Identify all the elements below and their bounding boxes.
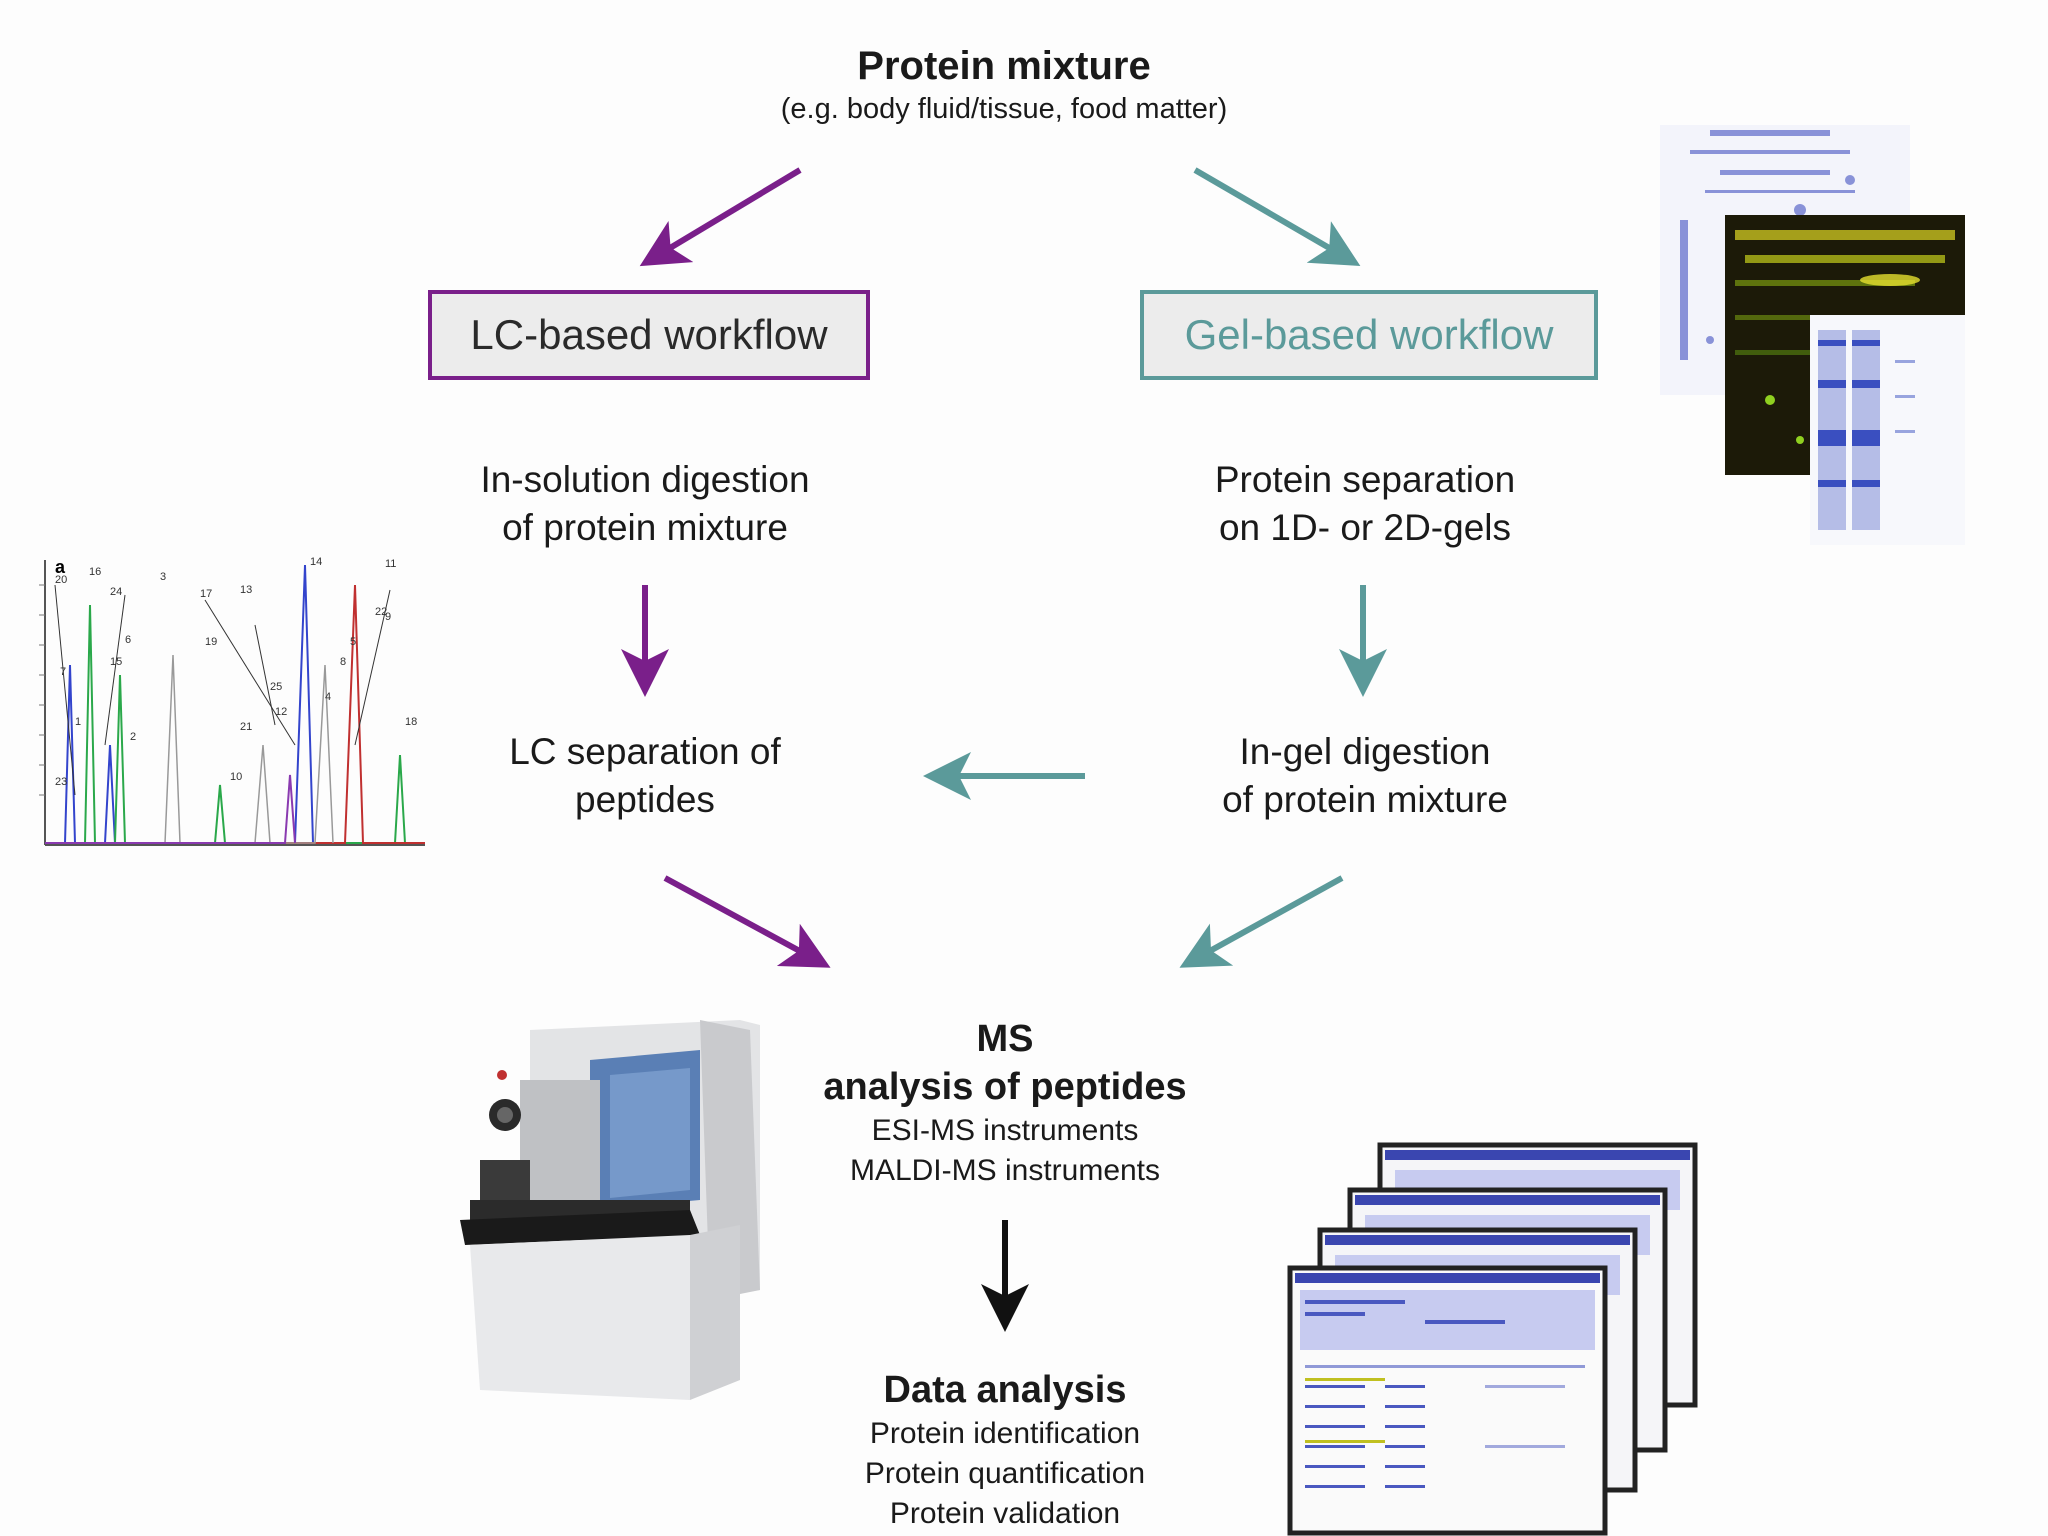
- chromatogram-peak-labels: 20 16 24 3 17 13 14 11 22 7 15 6 8 19 12…: [55, 556, 417, 788]
- data-analysis-title: Data analysis: [883, 1369, 1127, 1411]
- ms-title-line1: MS: [976, 1018, 1034, 1060]
- protein-mixture-header: Protein mixture (e.g. body fluid/tissue,…: [724, 42, 1284, 128]
- lc-step2-line2: peptides: [575, 779, 715, 820]
- chromatogram-panel-letter: a: [55, 557, 66, 577]
- peak-label: 18: [405, 716, 417, 728]
- peak-label: 3: [160, 571, 166, 583]
- lc-step2-line1: LC separation of: [509, 731, 781, 772]
- peak-label: 13: [240, 584, 252, 596]
- arrow-to-gel-workflow: [1193, 167, 1361, 267]
- ms-title-line2: analysis of peptides: [823, 1066, 1187, 1108]
- ms-item-maldi: MALDI-MS instruments: [849, 1154, 1161, 1187]
- gel-electrophoresis-image: [1660, 125, 1965, 545]
- gel-step2-line1: In-gel digestion: [1239, 731, 1491, 772]
- gel-step-separation: Protein separation on 1D- or 2D-gels: [1120, 456, 1610, 552]
- peak-label: 16: [89, 566, 101, 578]
- lc-step1-line2: of protein mixture: [502, 507, 788, 548]
- peak-label: 2: [130, 731, 136, 743]
- gel-step2-line2: of protein mixture: [1222, 779, 1508, 820]
- peak-label: 9: [385, 611, 391, 623]
- lc-step-digestion: In-solution digestion of protein mixture: [405, 456, 885, 552]
- lc-chromatogram-image: a 20 16 24 3 17 13 14 11 22 7 15 6 8 19 …: [39, 556, 425, 846]
- data-analysis-item-validation: Protein validation: [889, 1497, 1121, 1530]
- peak-label: 24: [110, 586, 122, 598]
- peak-label: 10: [230, 771, 242, 783]
- gel-workflow-label: Gel-based workflow: [1184, 311, 1554, 358]
- data-analysis-item-identification: Protein identification: [869, 1417, 1141, 1450]
- gel-step-digestion: In-gel digestion of protein mixture: [1120, 728, 1610, 824]
- peak-label: 21: [240, 721, 252, 733]
- peak-label: 23: [55, 776, 67, 788]
- ms-item-esi: ESI-MS instruments: [871, 1114, 1139, 1147]
- data-analysis-item-quantification: Protein quantification: [864, 1457, 1146, 1490]
- mass-spectrometer-image: [460, 1020, 760, 1400]
- peak-label: 11: [385, 558, 396, 570]
- arrow-gel-to-ms: [1179, 875, 1344, 968]
- data-analysis-block: Data analysis Protein identification Pro…: [780, 1366, 1230, 1534]
- lc-step1-line1: In-solution digestion: [480, 459, 810, 500]
- lc-workflow-label: LC-based workflow: [470, 311, 828, 358]
- lc-workflow-box: LC-based workflow: [428, 290, 870, 380]
- peak-label: 7: [60, 666, 66, 678]
- protein-mixture-title: Protein mixture: [857, 44, 1151, 88]
- arrow-to-lc-workflow: [639, 167, 802, 267]
- peak-label: 8: [340, 656, 346, 668]
- peak-label: 5: [350, 636, 356, 648]
- peak-label: 1: [75, 716, 81, 728]
- data-analysis-software-screens: [1287, 1142, 1698, 1536]
- peak-label: 22: [375, 606, 387, 618]
- peak-label: 12: [275, 706, 287, 718]
- peak-label: 4: [325, 691, 331, 703]
- peak-label: 15: [110, 656, 122, 668]
- lc-step-separation: LC separation of peptides: [445, 728, 845, 824]
- ms-analysis-block: MS analysis of peptides ESI-MS instrumen…: [780, 1015, 1230, 1191]
- peak-label: 6: [125, 634, 131, 646]
- arrow-lc-to-ms: [663, 875, 831, 968]
- peak-label: 14: [310, 556, 322, 568]
- peak-label: 19: [205, 636, 217, 648]
- protein-mixture-subtitle: (e.g. body fluid/tissue, food matter): [780, 93, 1228, 125]
- peak-label: 17: [200, 588, 212, 600]
- peak-label: 20: [55, 574, 67, 586]
- peak-label: 25: [270, 681, 282, 693]
- gel-step1-line1: Protein separation: [1214, 459, 1516, 500]
- gel-step1-line2: on 1D- or 2D-gels: [1218, 507, 1511, 548]
- gel-workflow-box: Gel-based workflow: [1140, 290, 1598, 380]
